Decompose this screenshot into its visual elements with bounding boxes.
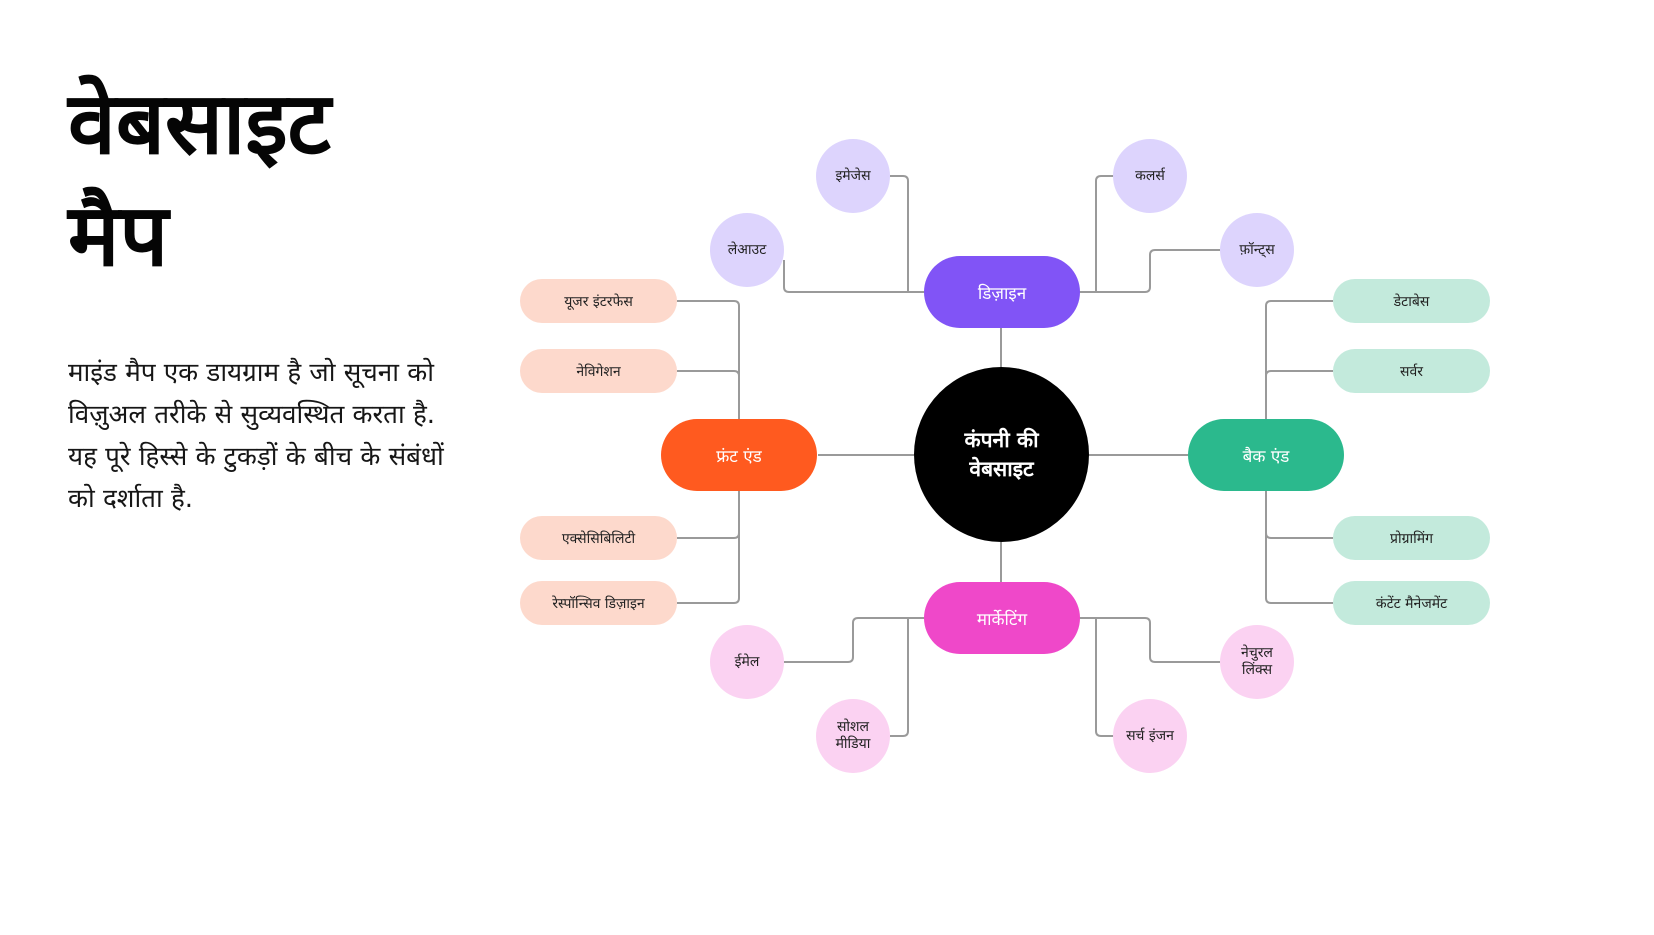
design-child-layout: लेआउट <box>710 213 784 287</box>
branch-node-design: डिज़ाइन <box>924 256 1080 328</box>
connector-backend-server <box>1265 370 1333 420</box>
branch-label-marketing: मार्केटिंग <box>976 609 1028 630</box>
connector-marketing-search-engine <box>1079 617 1114 737</box>
center-node-label-line-2: वेबसाइट <box>969 456 1034 481</box>
frontend-child-navigation: नेविगेशन <box>520 349 677 393</box>
connector-backend-database <box>1265 300 1333 420</box>
backend-child-programming: प्रोग्रामिंग <box>1333 516 1490 560</box>
frontend-child-accessibility: एक्सेसिबिलिटी <box>520 516 677 560</box>
design-child-colors: कलर्स <box>1113 139 1187 213</box>
branch-label-design: डिज़ाइन <box>977 283 1027 304</box>
connector-backend-content-management <box>1265 490 1333 604</box>
page-title-line-1: वेबसाइट <box>68 74 331 174</box>
marketing-child-social-media: सोशल मीडिया <box>816 699 890 773</box>
connector-frontend-user-interface <box>677 300 740 420</box>
backend-child-server: सर्वर <box>1333 349 1490 393</box>
marketing-child-email: ईमेल <box>710 625 784 699</box>
branch-label-frontend: फ्रंट एंड <box>716 446 762 467</box>
branch-node-frontend: फ्रंट एंड <box>661 419 817 491</box>
title-block: वेबसाइट मैप <box>68 68 488 292</box>
connector-design-images <box>890 175 925 293</box>
connector-frontend-accessibility <box>677 490 740 539</box>
frontend-child-responsive-design: रेस्पॉन्सिव डिज़ाइन <box>520 581 677 625</box>
connector-marketing-social-media <box>890 617 925 737</box>
description-text: माइंड मैप एक डायग्राम है जो सूचना को विज… <box>68 358 444 514</box>
design-child-fonts: फ़ॉन्ट्स <box>1220 213 1294 287</box>
connector-marketing-natural-links <box>1079 617 1220 663</box>
branch-label-backend: बैक एंड <box>1242 446 1290 467</box>
page-title-line-2: मैप <box>68 186 169 286</box>
connector-frontend-responsive <box>677 490 740 604</box>
backend-child-database: डेटाबेस <box>1333 279 1490 323</box>
branch-node-backend: बैक एंड <box>1188 419 1344 491</box>
connector-design-layout <box>783 260 925 293</box>
marketing-child-natural-links: नेचुरल लिंक्स <box>1220 625 1294 699</box>
connector-frontend-navigation <box>677 370 740 420</box>
frontend-child-user-interface: यूजर इंटरफेस <box>520 279 677 323</box>
center-node-company-website: कंपनी की वेबसाइट <box>914 367 1089 542</box>
connector-design-colors <box>1079 175 1114 293</box>
connector-marketing-email <box>784 617 925 663</box>
marketing-child-search-engine: सर्च इंजन <box>1113 699 1187 773</box>
design-child-images: इमेजेस <box>816 139 890 213</box>
connector-backend-programming <box>1265 490 1333 539</box>
connector-design-fonts <box>1079 249 1220 293</box>
center-node-label-line-1: कंपनी की <box>964 427 1039 452</box>
branch-node-marketing: मार्केटिंग <box>924 582 1080 654</box>
backend-child-content-management: कंटेंट मैनेजमेंट <box>1333 581 1490 625</box>
